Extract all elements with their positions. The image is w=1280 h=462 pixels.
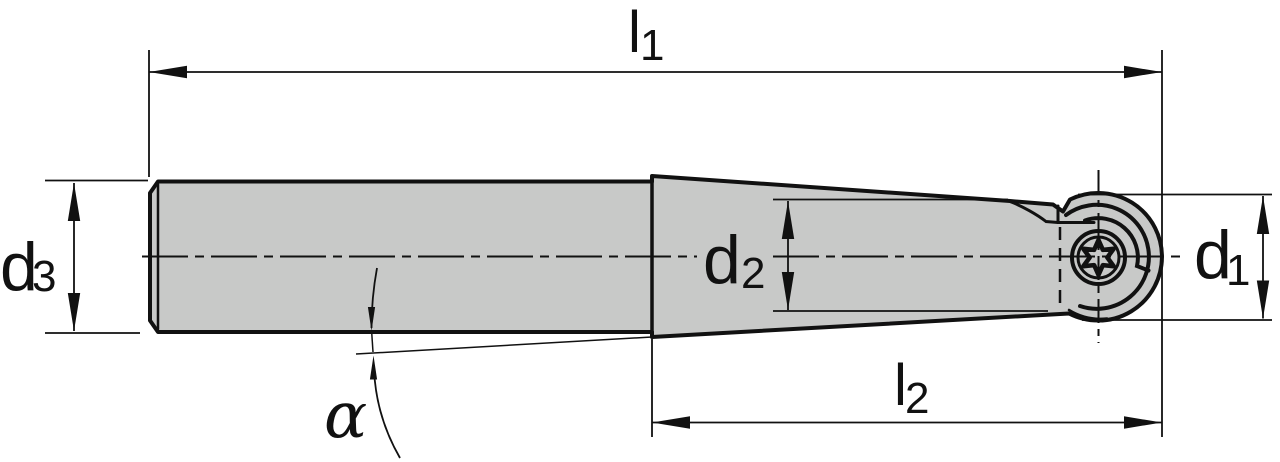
d3-label-sub: 3 [32, 252, 56, 301]
insert-edge-arc [1064, 202, 1151, 311]
dimension-d3: d 3 [0, 179, 148, 334]
d2-arrow-top [781, 201, 795, 239]
l2-label-sub: 2 [905, 374, 929, 423]
d2-arrow-bottom [781, 272, 795, 310]
l2-arrow-right [1124, 416, 1162, 429]
d2-label-sub: 2 [741, 249, 765, 298]
dimension-d2: d 2 [703, 198, 1048, 312]
insert-bottom-edge [1067, 308, 1109, 321]
alpha-label: α [324, 379, 367, 453]
alpha-arrow-up [369, 355, 378, 380]
relief-groove [1008, 200, 1060, 224]
d1-label-base: d [1194, 217, 1232, 293]
insert-seat-arc [1083, 216, 1151, 273]
d3-arrow-bottom [67, 293, 81, 331]
l1-arrow-left [149, 65, 187, 79]
dimension-l2: l 2 [651, 339, 1162, 437]
alpha-arc-middle [371, 333, 374, 353]
l1-label-base: l [628, 0, 641, 65]
alpha-arc-lower [373, 376, 401, 459]
dimension-l1: l 1 [148, 0, 1163, 437]
l1-label-sub: 1 [640, 21, 664, 70]
d3-label-base: d [0, 229, 38, 305]
l1-arrow-right [1124, 65, 1162, 79]
d1-arrow-top [1256, 196, 1270, 234]
l2-arrow-left [652, 416, 690, 429]
taper-extension-line [355, 336, 653, 355]
d2-label-base: d [703, 222, 741, 298]
l2-label-base: l [894, 353, 907, 418]
d3-arrow-top [67, 183, 81, 221]
alpha-arrow-down [367, 307, 376, 331]
dimension-d1: d 1 [1078, 193, 1272, 321]
d1-label-sub: 1 [1226, 246, 1250, 295]
d1-arrow-bottom [1256, 280, 1270, 319]
dimension-alpha: α [324, 267, 653, 459]
